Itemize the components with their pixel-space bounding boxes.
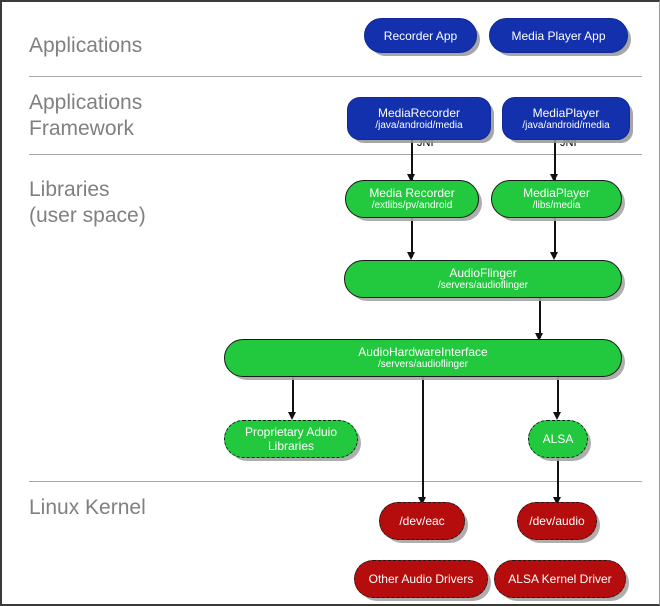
node-mediaplayer-framework-title: MediaPlayer — [532, 105, 600, 120]
separator-applications — [29, 76, 642, 77]
node-other-audio-drivers-title: Other Audio Drivers — [368, 572, 474, 586]
node-dev-audio-title: /dev/audio — [529, 514, 585, 528]
connector-ahi-to-alsa — [557, 374, 559, 416]
layer-label-applications: Applications — [29, 34, 143, 57]
arrowhead-audioflinger-left — [407, 252, 416, 260]
node-audiohardwareinterface-title: AudioHardwareInterface — [358, 345, 488, 359]
node-media-player-app-title: Media Player App — [511, 28, 606, 43]
arrowhead-audiohardwareinterface — [535, 333, 544, 341]
node-recorder-app-title: Recorder App — [383, 28, 458, 43]
node-alsa-title: ALSA — [542, 432, 574, 446]
connector-ahi-to-proprietary-libraries — [292, 374, 294, 416]
edge-label-jni-recorder: JNI — [417, 137, 434, 149]
node-alsa-kernel-driver-title: ALSA Kernel Driver — [508, 572, 612, 586]
node-media-recorder-lib[interactable]: Media Recorder /extlibs/pv/android — [345, 180, 479, 218]
node-proprietary-audio-libraries-title-line2: Libraries — [267, 439, 315, 453]
node-other-audio-drivers[interactable]: Other Audio Drivers — [354, 560, 488, 598]
arrowhead-proprietary-libraries — [288, 412, 297, 420]
node-mediaplayer-framework-path: /java/android/media — [522, 119, 610, 131]
arrowhead-mediaplayer-lib — [550, 174, 559, 182]
connector-mediarecorder-to-media-recorder — [411, 140, 413, 182]
node-alsa[interactable]: ALSA — [528, 420, 588, 458]
node-dev-eac-title: /dev/eac — [399, 514, 445, 528]
node-mediarecorder-framework-path: /java/android/media — [375, 119, 463, 131]
node-mediarecorder-framework[interactable]: MediaRecorder /java/android/media — [347, 97, 491, 140]
node-proprietary-audio-libraries-title-line1: Proprietary Aduio — [244, 425, 338, 439]
separator-libraries — [29, 481, 642, 482]
node-audioflinger-path: /servers/audioflinger — [437, 280, 529, 291]
separator-applications-framework — [29, 154, 642, 155]
node-audiohardwareinterface[interactable]: AudioHardwareInterface /servers/audiofli… — [224, 339, 622, 377]
connector-ahi-to-dev-eac — [422, 374, 424, 501]
node-mediaplayer-lib-path: /libs/media — [532, 200, 581, 211]
edge-label-jni-player: JNI — [560, 137, 577, 149]
connector-mediaplayer-to-mediaplayer-lib — [554, 140, 556, 182]
node-recorder-app[interactable]: Recorder App — [364, 18, 477, 53]
arrowhead-media-recorder — [407, 174, 416, 182]
connector-media-recorder-to-audioflinger — [411, 217, 413, 257]
node-mediaplayer-framework[interactable]: MediaPlayer /java/android/media — [502, 97, 630, 140]
node-mediarecorder-framework-title: MediaRecorder — [377, 105, 461, 120]
arrowhead-dev-eac — [418, 497, 427, 505]
node-dev-audio[interactable]: /dev/audio — [517, 502, 597, 540]
node-audioflinger-title: AudioFlinger — [449, 266, 517, 280]
node-audioflinger[interactable]: AudioFlinger /servers/audioflinger — [344, 260, 622, 298]
node-alsa-kernel-driver[interactable]: ALSA Kernel Driver — [494, 560, 626, 598]
layer-label-applications-framework: Applications Framework — [29, 91, 143, 140]
layer-label-linux-kernel: Linux Kernel — [29, 496, 146, 519]
node-mediaplayer-lib-title: MediaPlayer — [523, 186, 590, 200]
node-media-player-app[interactable]: Media Player App — [489, 18, 628, 53]
node-media-recorder-lib-title: Media Recorder — [369, 186, 455, 200]
connector-mediaplayer-lib-to-audioflinger — [554, 217, 556, 257]
node-dev-eac[interactable]: /dev/eac — [379, 502, 465, 540]
arrowhead-audioflinger-right — [550, 252, 559, 260]
connector-audioflinger-to-audiohardwareinterface — [539, 298, 541, 338]
connector-alsa-to-dev-audio — [557, 458, 559, 501]
layer-label-libraries: Libraries (user space) — [29, 178, 146, 227]
arrowhead-dev-audio — [553, 497, 562, 505]
node-proprietary-audio-libraries[interactable]: Proprietary Aduio Libraries — [224, 420, 358, 458]
node-mediaplayer-lib[interactable]: MediaPlayer /libs/media — [491, 180, 622, 218]
arrowhead-alsa — [553, 412, 562, 420]
node-audiohardwareinterface-path: /servers/audioflinger — [377, 359, 469, 370]
node-media-recorder-lib-path: /extlibs/pv/android — [371, 200, 453, 211]
